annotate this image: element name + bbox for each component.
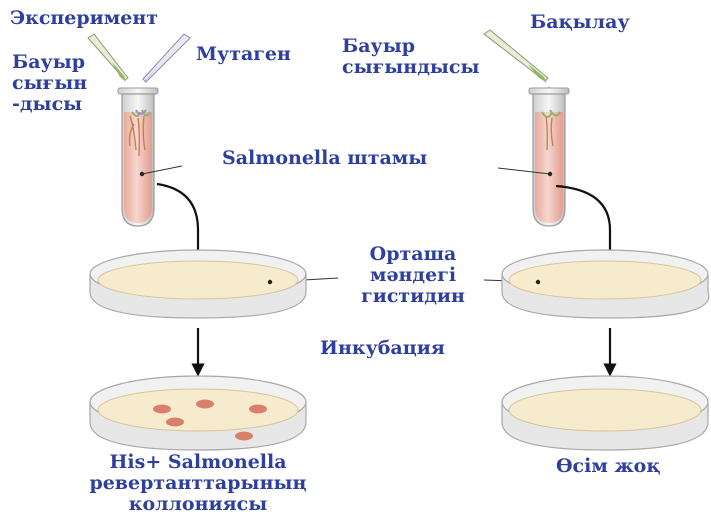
medium-line-2: мәндегі <box>338 265 488 286</box>
test-tube-experiment <box>118 88 158 226</box>
mutagen-label: Мутаген <box>196 44 291 65</box>
experiment-title: Эксперимент <box>10 8 158 29</box>
medium-label: Орташа мәндегі гистидин <box>338 244 488 307</box>
petri-dish-result-control <box>502 376 708 450</box>
liver-extract-pipette-experiment <box>88 34 128 82</box>
liver-extract-line-1: Бауыр <box>12 52 87 73</box>
colony <box>196 400 214 409</box>
result-line-3: коллониясы <box>58 494 338 515</box>
colony <box>235 432 253 441</box>
liver-extract-line-2: сығындысы <box>342 57 480 78</box>
incubation-label: Инкубация <box>320 338 445 359</box>
liver-extract-label-control: Бауыр сығындысы <box>342 36 480 78</box>
petri-dish-result-experiment <box>90 376 306 450</box>
colony <box>166 418 184 427</box>
liver-extract-line-2: сығын <box>12 73 87 94</box>
result-label-control: Өсім жоқ <box>556 456 660 477</box>
colony <box>249 405 267 414</box>
liver-extract-label-experiment: Бауыр сығын -дысы <box>12 52 87 115</box>
petri-dish-medium-experiment <box>90 250 306 318</box>
result-label-experiment: His+ Salmonella ревертанттарының коллони… <box>58 452 338 515</box>
medium-line-3: гистидин <box>338 286 488 307</box>
medium-line-1: Орташа <box>338 244 488 265</box>
mutagen-pipette <box>143 34 190 84</box>
petri-dish-medium-control <box>502 250 709 318</box>
strain-label: Salmonella штамы <box>222 148 427 169</box>
control-title: Бақылау <box>530 12 630 33</box>
result-line-1: His+ Salmonella <box>58 452 338 473</box>
liver-extract-line-3: -дысы <box>12 94 87 115</box>
test-tube-control <box>529 88 569 226</box>
colony <box>153 405 171 414</box>
liver-extract-line-1: Бауыр <box>342 36 480 57</box>
result-line-2: ревертанттарының <box>58 473 338 494</box>
liver-extract-pipette-control <box>484 30 548 83</box>
